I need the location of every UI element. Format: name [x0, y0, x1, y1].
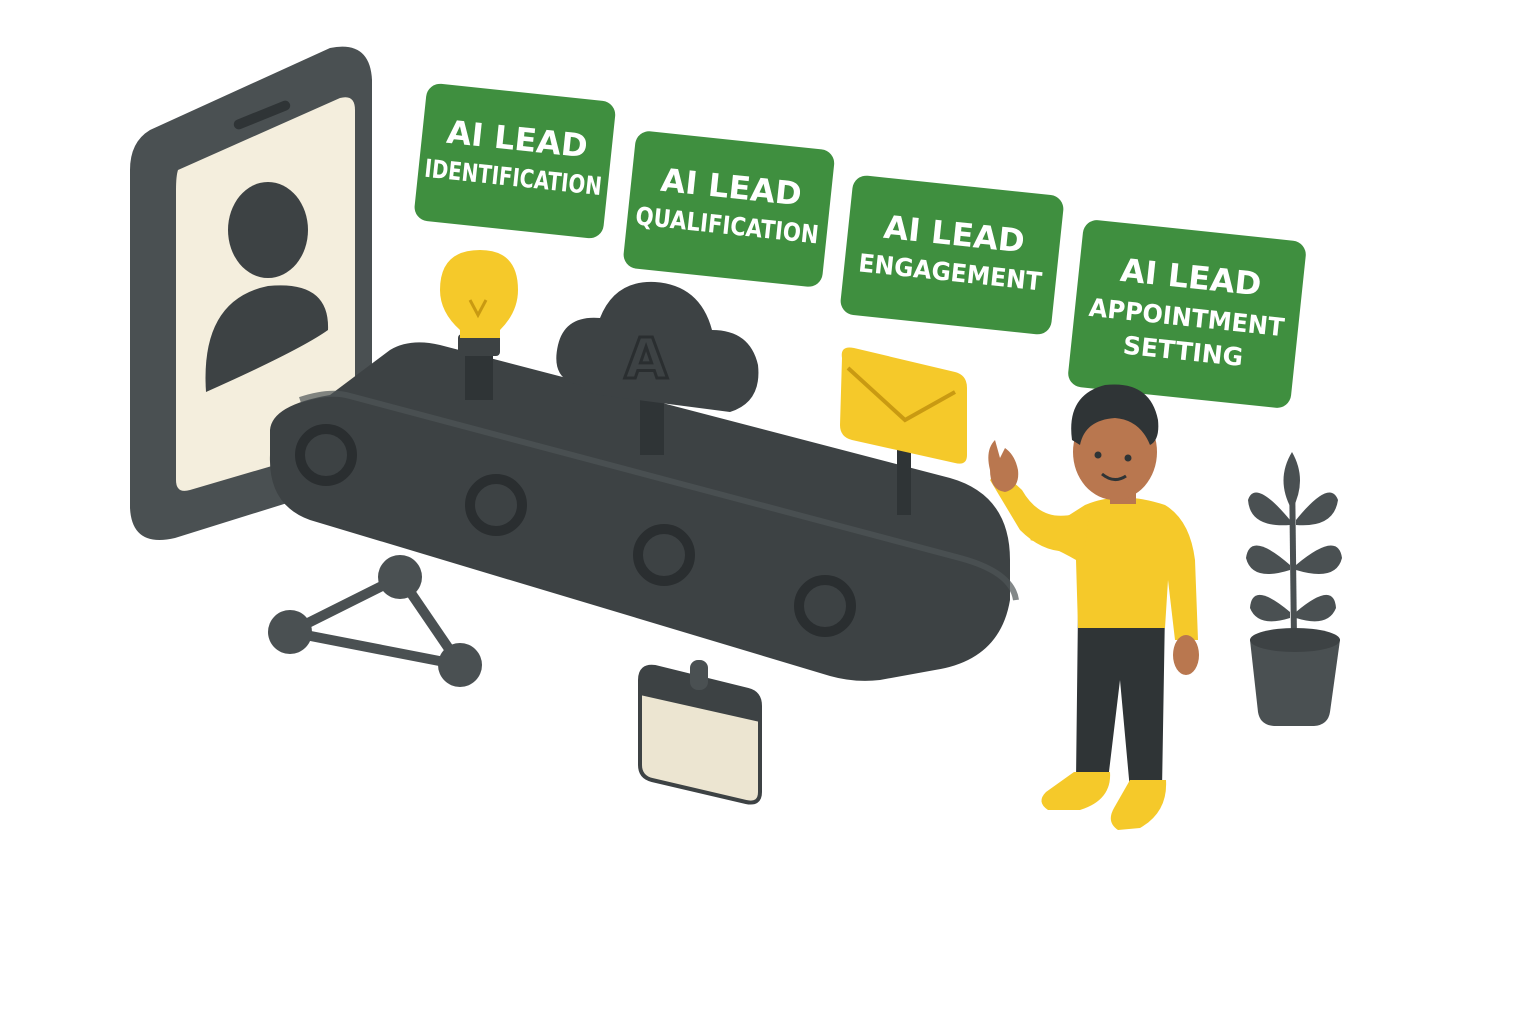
belt-roller: [465, 474, 527, 536]
cloud-glyph: A: [624, 327, 668, 392]
person-illustration: [988, 384, 1199, 830]
network-icon: [268, 555, 482, 687]
stage-card: AI LEAD ENGAGEMENT: [840, 175, 1064, 335]
stage-card: AI LEAD APPOINTMENT SETTING: [1068, 220, 1306, 408]
belt-roller: [633, 524, 695, 586]
belt-roller: [295, 424, 357, 486]
belt-roller: [794, 575, 856, 637]
phone-icon: [130, 46, 372, 541]
plant-icon: [1246, 452, 1342, 726]
stage-card: AI LEAD QUALIFICATION: [623, 131, 835, 287]
conveyor-belt: [269, 342, 1019, 681]
envelope-icon: [840, 347, 967, 515]
stage-card: AI LEAD IDENTIFICATION: [414, 83, 616, 239]
user-avatar-icon: [205, 182, 329, 392]
cloud-ai-icon: A: [556, 281, 759, 455]
lightbulb-icon: [440, 250, 518, 400]
calendar-icon: [638, 660, 762, 805]
